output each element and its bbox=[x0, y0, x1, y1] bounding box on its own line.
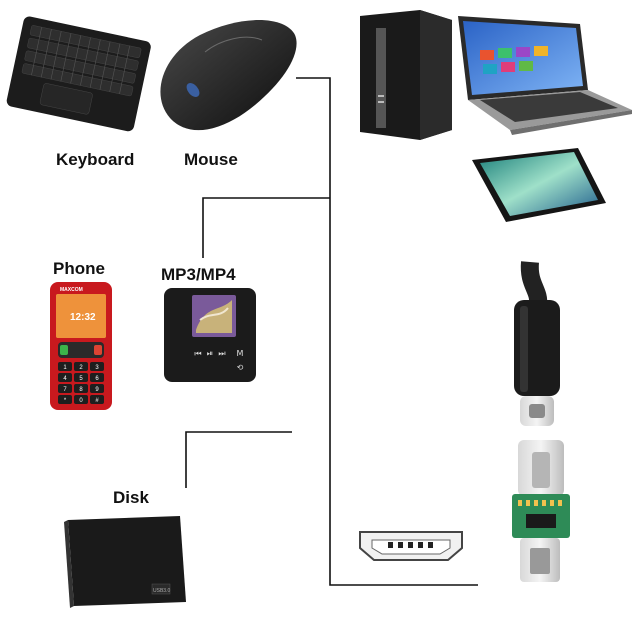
label-disk: Disk bbox=[113, 488, 149, 507]
phone-key bbox=[74, 373, 88, 382]
phone-key-label: 5 bbox=[79, 376, 83, 382]
phone-key-label: 0 bbox=[79, 398, 83, 404]
keyboard-image bbox=[6, 16, 151, 132]
phone-key bbox=[90, 373, 104, 382]
line-mp3 bbox=[202, 197, 330, 258]
phone-key bbox=[58, 373, 72, 382]
micro-usb-port-image bbox=[359, 531, 463, 561]
phone-key-label: 6 bbox=[95, 376, 99, 382]
mp3-player-image: ⏮ ⏯ ⏭ M ⟲ bbox=[164, 288, 256, 382]
phone-key bbox=[90, 384, 104, 393]
phone-screen-time: 12:32 bbox=[70, 312, 96, 323]
mp3-button-icon: ⏮ bbox=[194, 349, 201, 358]
mp3-button-icon: ⏯ bbox=[207, 349, 213, 358]
phone-key bbox=[58, 395, 72, 404]
phone-key-label: 8 bbox=[79, 387, 83, 393]
mp3-button-icon: ⏭ bbox=[218, 349, 225, 358]
phone-key bbox=[90, 362, 104, 371]
laptop-image bbox=[458, 16, 632, 135]
phone-key bbox=[74, 395, 88, 404]
usb-c-adapter-image bbox=[512, 440, 570, 582]
phone-key-label: 7 bbox=[63, 387, 67, 393]
label-keyboard: Keyboard bbox=[56, 150, 135, 169]
mp3-button-row: ⏮ ⏯ ⏭ M ⟲ bbox=[194, 349, 243, 372]
label-mp3: MP3/MP4 bbox=[161, 265, 236, 284]
mp3-button-icon: ⟲ bbox=[237, 363, 244, 372]
phone-key bbox=[90, 395, 104, 404]
tablet-image bbox=[472, 148, 606, 222]
label-phone: Phone bbox=[53, 259, 105, 278]
phone-key bbox=[58, 384, 72, 393]
line-phone-mp3 bbox=[185, 431, 292, 488]
phone-key-label: 4 bbox=[63, 376, 67, 382]
phone-keypad: 1 2 3 4 5 6 7 8 9 * 0 # bbox=[58, 362, 104, 404]
disk-badge: USB3.0 bbox=[153, 588, 170, 594]
connection-lines bbox=[185, 77, 478, 586]
phone-image: MAXCOM 12:32 1 2 3 4 5 6 7 8 9 * 0 # bbox=[50, 282, 112, 410]
phone-key-label: 3 bbox=[95, 365, 99, 371]
label-mouse: Mouse bbox=[184, 150, 238, 169]
phone-key-label: 1 bbox=[63, 365, 67, 371]
phone-key bbox=[74, 384, 88, 393]
phone-key bbox=[74, 362, 88, 371]
mp3-button-icon: M bbox=[237, 349, 244, 358]
phone-key-label: 2 bbox=[79, 365, 83, 371]
phone-key-label: * bbox=[64, 398, 67, 404]
line-keyboard-mouse bbox=[296, 77, 478, 586]
phone-brand: MAXCOM bbox=[60, 287, 83, 293]
usb-c-cable-image bbox=[514, 261, 560, 426]
desktop-tower-image bbox=[360, 10, 452, 140]
external-disk-image: USB3.0 bbox=[64, 516, 186, 608]
mouse-image bbox=[160, 20, 297, 131]
phone-key bbox=[58, 362, 72, 371]
phone-key-label: # bbox=[95, 398, 99, 404]
phone-key-label: 9 bbox=[95, 387, 99, 393]
